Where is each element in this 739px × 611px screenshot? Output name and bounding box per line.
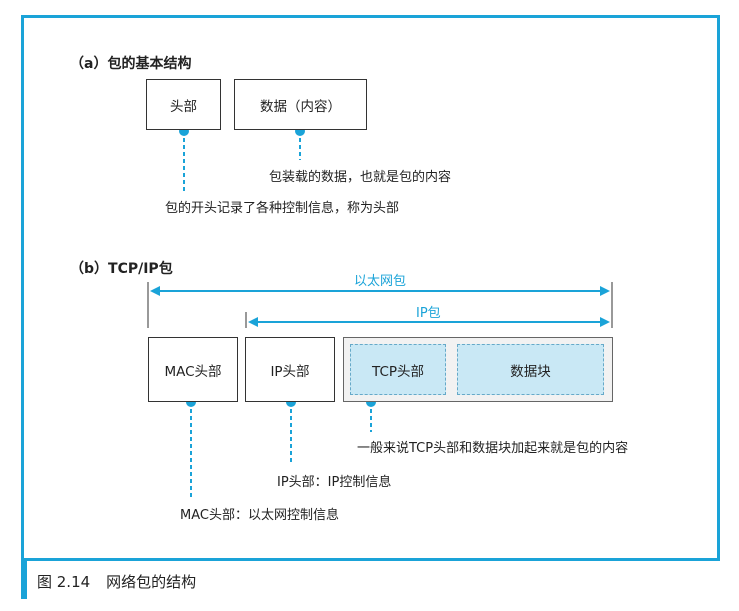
inner-span-arrowhead-left: [248, 317, 258, 327]
data-block-box: 数据块: [457, 344, 604, 395]
ip-packet-label: IP包: [416, 306, 441, 321]
data-box: 数据（内容）: [234, 79, 367, 130]
tcp-note: 一般来说TCP头部和数据块加起来就是包的内容: [357, 441, 629, 456]
header-box: 头部: [146, 79, 221, 130]
inner-span-arrowhead-right: [600, 317, 610, 327]
ip-header-box: IP头部: [245, 337, 335, 402]
header-note: 包的开头记录了各种控制信息，称为头部: [165, 201, 400, 216]
caption-accent-bar: [21, 561, 27, 599]
outer-span-arrowhead-left: [150, 286, 160, 296]
figure-caption: 图 2.14 网络包的结构: [37, 571, 196, 592]
ip-note: IP头部：IP控制信息: [277, 475, 392, 490]
ethernet-packet-label: 以太网包: [354, 274, 407, 289]
figure-frame: [21, 15, 720, 561]
mac-header-box: MAC头部: [148, 337, 238, 402]
section-b-title: （b）TCP/IP包: [70, 261, 173, 277]
mac-note: MAC头部：以太网控制信息: [180, 508, 339, 523]
figure-number: 图 2.14: [37, 573, 91, 591]
section-a-title: （a）包的基本结构: [70, 56, 192, 72]
tcp-header-box: TCP头部: [350, 344, 446, 395]
figure-title: 网络包的结构: [106, 573, 197, 591]
outer-span-arrowhead-right: [600, 286, 610, 296]
data-note: 包装载的数据，也就是包的内容: [269, 170, 452, 185]
